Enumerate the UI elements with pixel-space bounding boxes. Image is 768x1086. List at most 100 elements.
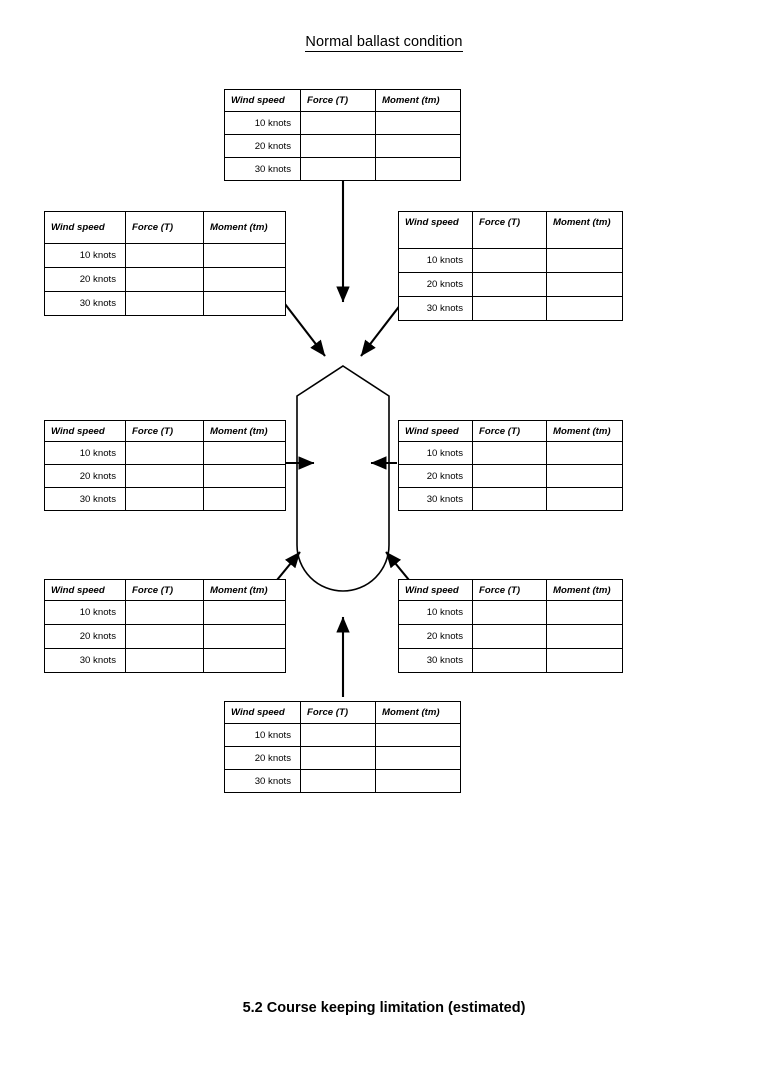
cell-moment[interactable] (375, 746, 461, 770)
cell-force[interactable] (125, 648, 204, 673)
table-row: 10 knots (44, 243, 286, 268)
cell-wind-speed: 20 knots (224, 746, 301, 770)
cell-moment[interactable] (203, 487, 286, 511)
section-heading: 5.2 Course keeping limitation (estimated… (242, 1000, 526, 1016)
cell-wind-speed: 30 knots (398, 487, 473, 511)
cell-force[interactable] (125, 243, 204, 268)
header-wind-speed: Wind speed (44, 579, 126, 601)
header-force: Force (T) (472, 579, 547, 601)
cell-moment[interactable] (546, 441, 623, 465)
ship-hull-shape (296, 365, 390, 592)
table-row: 30 knots (398, 487, 623, 511)
table-row: 30 knots (398, 296, 623, 321)
header-moment: Moment (tm) (203, 211, 286, 244)
arrow-from-upper-right-table (360, 303, 402, 357)
cell-moment[interactable] (203, 441, 286, 465)
cell-force[interactable] (472, 296, 547, 321)
cell-moment[interactable] (546, 248, 623, 273)
table-row: 10 knots (398, 441, 623, 465)
cell-force[interactable] (472, 624, 547, 649)
cell-moment[interactable] (203, 648, 286, 673)
cell-wind-speed: 10 knots (44, 243, 126, 268)
header-moment: Moment (tm) (375, 701, 461, 724)
cell-moment[interactable] (546, 487, 623, 511)
table-header-row: Wind speed Force (T) Moment (tm) (398, 579, 623, 601)
cell-moment[interactable] (203, 464, 286, 488)
cell-wind-speed: 10 knots (44, 600, 126, 625)
table-row: 20 knots (398, 272, 623, 297)
cell-force[interactable] (300, 769, 376, 793)
cell-moment[interactable] (546, 600, 623, 625)
cell-force[interactable] (472, 272, 547, 297)
header-wind-speed: Wind speed (44, 420, 126, 442)
cell-moment[interactable] (203, 600, 286, 625)
table-row: 20 knots (44, 267, 286, 292)
cell-wind-speed: 10 knots (44, 441, 126, 465)
table-row: 20 knots (398, 624, 623, 649)
cell-force[interactable] (125, 267, 204, 292)
cell-force[interactable] (472, 487, 547, 511)
table-row: 20 knots (44, 624, 286, 649)
wind-table-top: Wind speed Force (T) Moment (tm) 10 knot… (224, 89, 461, 181)
table-row: 30 knots (44, 648, 286, 673)
arrow-from-lower-right-table (385, 551, 410, 581)
cell-moment[interactable] (546, 648, 623, 673)
header-force: Force (T) (300, 89, 376, 112)
wind-table-lower-right: Wind speed Force (T) Moment (tm) 10 knot… (398, 579, 623, 673)
cell-force[interactable] (125, 600, 204, 625)
cell-force[interactable] (125, 464, 204, 488)
table-row: 30 knots (44, 291, 286, 316)
table-row: 20 knots (224, 746, 461, 770)
header-force: Force (T) (125, 211, 204, 244)
cell-force[interactable] (125, 441, 204, 465)
cell-wind-speed: 30 knots (44, 487, 126, 511)
cell-force[interactable] (300, 746, 376, 770)
cell-force[interactable] (300, 723, 376, 747)
cell-moment[interactable] (546, 464, 623, 488)
cell-moment[interactable] (375, 134, 461, 158)
cell-moment[interactable] (203, 267, 286, 292)
header-force: Force (T) (472, 420, 547, 442)
table-row: 30 knots (398, 648, 623, 673)
cell-moment[interactable] (375, 111, 461, 135)
cell-moment[interactable] (375, 157, 461, 181)
cell-moment[interactable] (203, 624, 286, 649)
cell-force[interactable] (300, 134, 376, 158)
cell-force[interactable] (300, 111, 376, 135)
table-header-row: Wind speed Force (T) Moment (tm) (224, 89, 461, 112)
cell-wind-speed: 10 knots (398, 600, 473, 625)
table-row: 30 knots (44, 487, 286, 511)
cell-moment[interactable] (203, 291, 286, 316)
cell-wind-speed: 10 knots (398, 441, 473, 465)
table-row: 10 knots (224, 723, 461, 747)
cell-moment[interactable] (375, 723, 461, 747)
cell-wind-speed: 30 knots (398, 296, 473, 321)
cell-force[interactable] (125, 487, 204, 511)
cell-moment[interactable] (546, 272, 623, 297)
cell-moment[interactable] (546, 296, 623, 321)
cell-force[interactable] (125, 291, 204, 316)
page-title: Normal ballast condition (0, 34, 768, 52)
header-wind-speed: Wind speed (398, 211, 473, 249)
table-header-row: Wind speed Force (T) Moment (tm) (44, 211, 286, 244)
cell-force[interactable] (472, 464, 547, 488)
cell-force[interactable] (300, 157, 376, 181)
cell-force[interactable] (472, 441, 547, 465)
cell-wind-speed: 30 knots (224, 157, 301, 181)
header-moment: Moment (tm) (203, 420, 286, 442)
wind-table-middle-right: Wind speed Force (T) Moment (tm) 10 knot… (398, 420, 623, 511)
header-force: Force (T) (125, 420, 204, 442)
cell-moment[interactable] (546, 624, 623, 649)
cell-moment[interactable] (375, 769, 461, 793)
header-wind-speed: Wind speed (398, 420, 473, 442)
table-row: 20 knots (44, 464, 286, 488)
cell-force[interactable] (472, 248, 547, 273)
wind-table-bottom: Wind speed Force (T) Moment (tm) 10 knot… (224, 701, 461, 793)
cell-force[interactable] (472, 600, 547, 625)
cell-force[interactable] (472, 648, 547, 673)
cell-wind-speed: 20 knots (44, 267, 126, 292)
wind-table-upper-right: Wind speed Force (T) Moment (tm) 10 knot… (398, 211, 623, 321)
cell-force[interactable] (125, 624, 204, 649)
cell-moment[interactable] (203, 243, 286, 268)
cell-wind-speed: 30 knots (224, 769, 301, 793)
